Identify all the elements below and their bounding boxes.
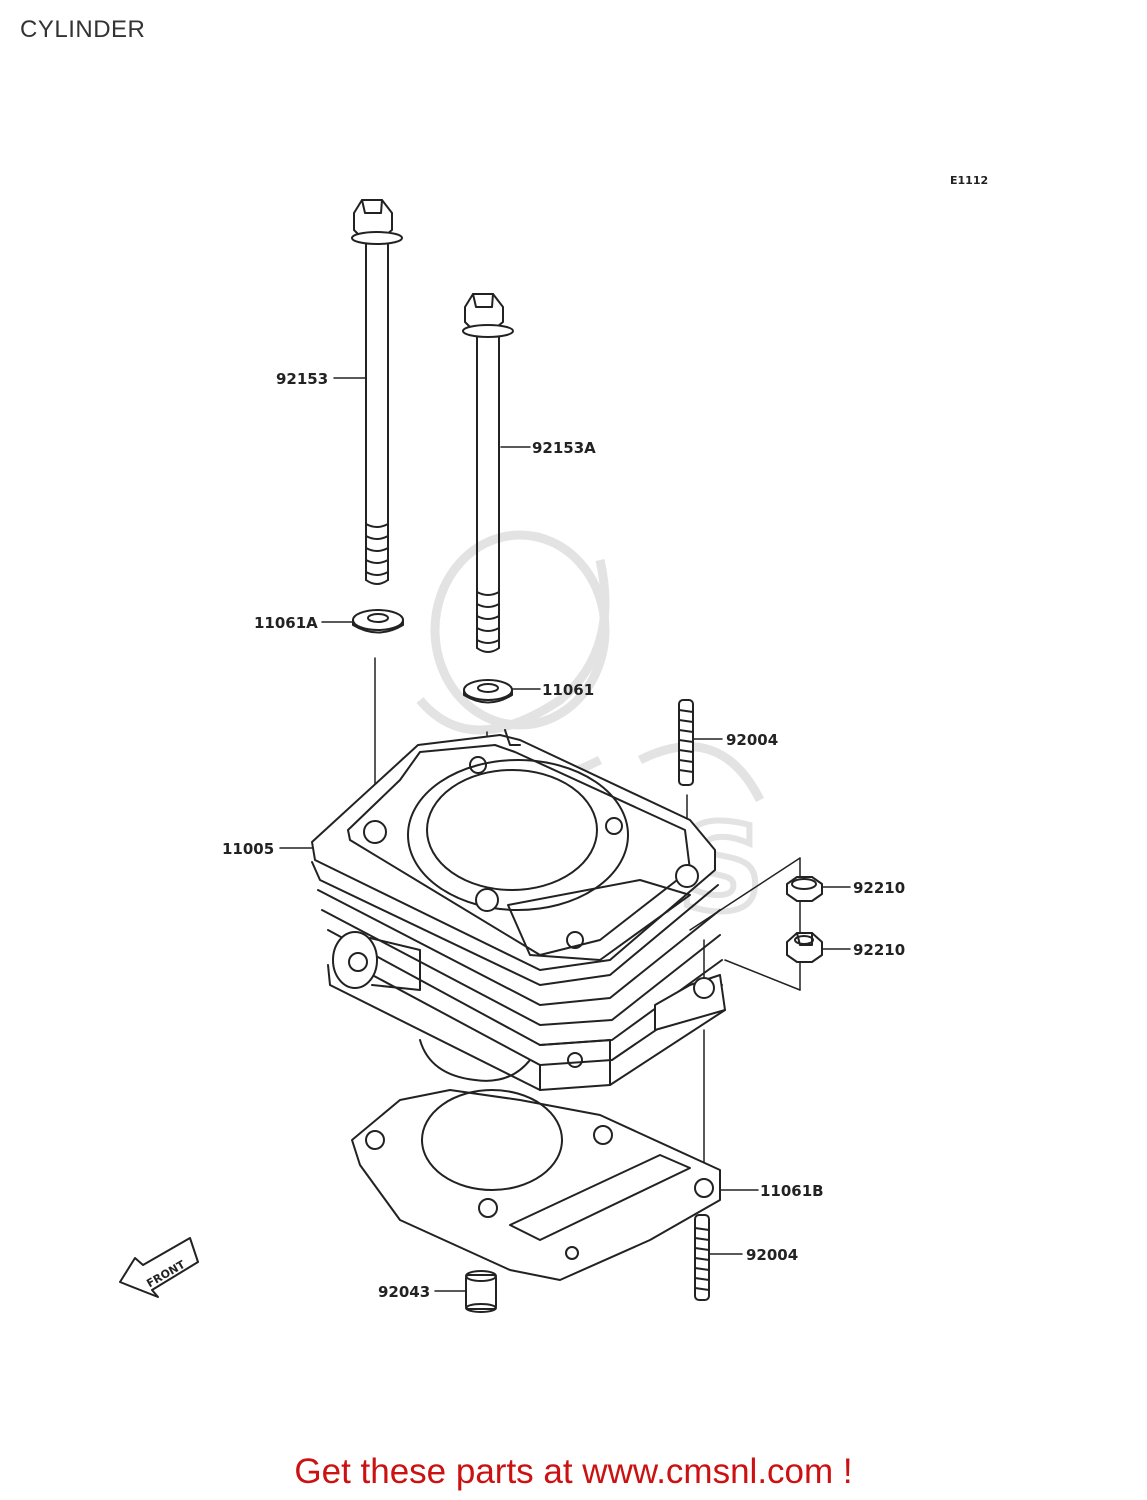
callout-leader-lines	[279, 377, 851, 1292]
stud-upper	[678, 699, 694, 786]
callout-11061a: 11061A	[254, 614, 318, 632]
callout-11061b: 11061B	[760, 1182, 824, 1200]
callout-11061: 11061	[542, 681, 594, 699]
callout-92210-lower: 92210	[853, 941, 905, 959]
front-direction-arrow	[119, 1237, 199, 1298]
figure-code: E1112	[950, 174, 988, 187]
washer-right	[463, 679, 513, 704]
cylinder-block	[311, 729, 726, 1091]
dowel-pin	[465, 1270, 497, 1313]
nut-upper	[786, 876, 823, 902]
page-title: CYLINDER	[20, 16, 146, 43]
nut-lower	[786, 932, 823, 963]
callout-92043: 92043	[378, 1283, 430, 1301]
footer-promo-text: Get these parts at www.cmsnl.com !	[294, 1452, 853, 1491]
cylinder-base-gasket	[351, 1089, 721, 1281]
callout-92153: 92153	[276, 370, 328, 388]
washer-left	[352, 609, 404, 634]
bolt-left	[351, 199, 403, 585]
callout-92004-upper: 92004	[726, 731, 778, 749]
callout-92153a: 92153A	[532, 439, 596, 457]
callout-92210-upper: 92210	[853, 879, 905, 897]
bolt-right	[462, 293, 514, 653]
callout-92004-lower: 92004	[746, 1246, 798, 1264]
stud-lower	[694, 1214, 710, 1301]
callout-11005: 11005	[222, 840, 274, 858]
